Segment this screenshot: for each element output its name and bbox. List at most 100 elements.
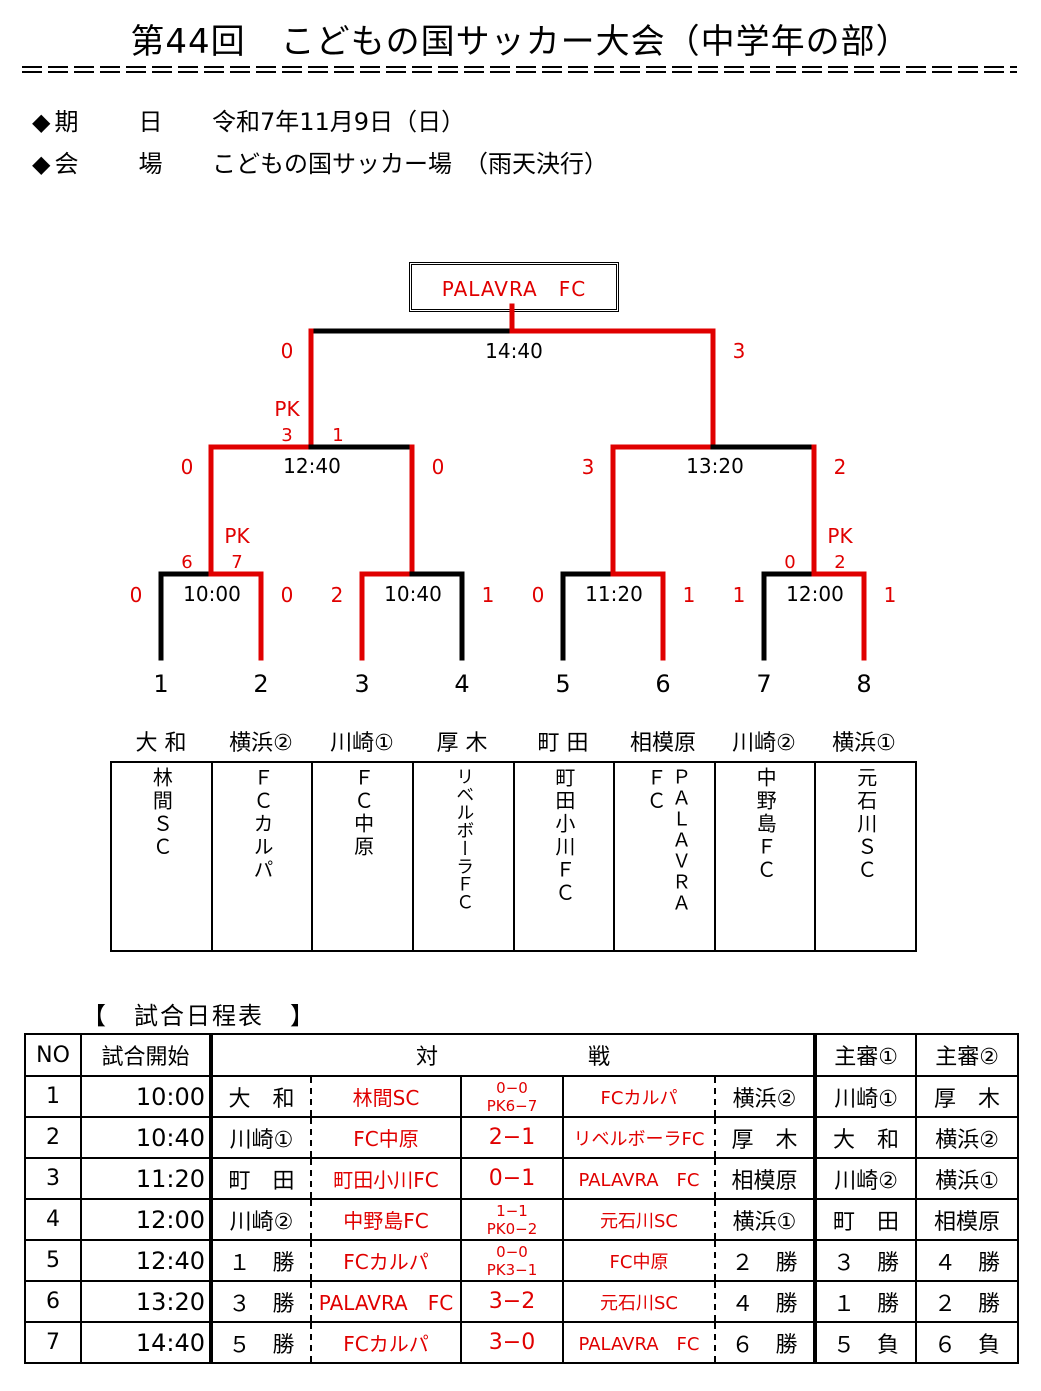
team-left-region: 川崎② xyxy=(210,1198,312,1241)
slot-number: 3 xyxy=(354,670,369,698)
team-right-name: 元石川SC xyxy=(562,1198,716,1241)
team-left-name: 町田小川FC xyxy=(311,1157,462,1200)
match-no: 1 xyxy=(24,1075,82,1118)
match-pk: PK6−7 xyxy=(486,1096,538,1115)
final-pk-left: 3 xyxy=(281,425,292,446)
referee-2: ４ 勝 xyxy=(915,1239,1020,1282)
m3-score-left: 0 xyxy=(532,583,545,607)
team-left-name: FCカルパ xyxy=(311,1321,462,1364)
referee-1: 町 田 xyxy=(813,1198,918,1241)
m2-score-right: 1 xyxy=(482,583,495,607)
title-divider-2 xyxy=(22,71,1017,73)
team-cell: 元石川ＳＣ xyxy=(814,763,915,950)
team-right-name: FCカルパ xyxy=(562,1075,716,1118)
referee-2: 横浜② xyxy=(915,1116,1020,1159)
match-score: 0−0 xyxy=(496,1078,528,1097)
match-score: 2−1 xyxy=(460,1116,564,1159)
header-ref1: 主審① xyxy=(813,1033,918,1077)
final-score-right: 3 xyxy=(733,339,746,363)
semi-right-score-left: 3 xyxy=(582,455,595,479)
team-right-name: リベルボーラFC xyxy=(562,1116,716,1159)
region-label: 相模原 xyxy=(630,731,696,756)
page-title: 第44回 こどもの国サッカー大会（中学年の部） xyxy=(130,22,911,62)
semi-left-score-right: 0 xyxy=(432,455,445,479)
region-label: 川崎① xyxy=(330,731,394,756)
match-no: 7 xyxy=(24,1321,82,1364)
slot-number: 4 xyxy=(454,670,469,698)
match-start-time: 10:40 xyxy=(80,1116,213,1159)
venue-row: ◆会 場こどもの国サッカー場 （雨天決行） xyxy=(32,144,608,179)
slot-number: 6 xyxy=(655,670,670,698)
team-right-region: 横浜① xyxy=(715,1198,817,1241)
semi-right-pk-label: PK xyxy=(827,524,853,548)
m2-time: 10:40 xyxy=(384,582,442,606)
region-label: 横浜① xyxy=(832,731,896,756)
team-right-name: FC中原 xyxy=(562,1239,716,1282)
region-label: 川崎② xyxy=(732,731,796,756)
team-left-region: １ 勝 xyxy=(210,1239,312,1282)
referee-2: ２ 勝 xyxy=(915,1280,1020,1323)
team-cell: ＦＣ中原 xyxy=(311,763,412,950)
region-label: 厚 木 xyxy=(437,731,488,756)
referee-1: 大 和 xyxy=(813,1116,918,1159)
team-left-name: 中野島FC xyxy=(311,1198,462,1241)
match-score: 3−2 xyxy=(460,1280,564,1323)
referee-1: 川崎① xyxy=(813,1075,918,1118)
team-right-region: 厚 木 xyxy=(715,1116,817,1159)
match-start-time: 11:20 xyxy=(80,1157,213,1200)
team-right-region: 相模原 xyxy=(715,1157,817,1200)
semi-right-pk-right: 2 xyxy=(834,552,845,573)
match-no: 6 xyxy=(24,1280,82,1323)
m4-score-right: 1 xyxy=(884,583,897,607)
m4-time: 12:00 xyxy=(786,582,844,606)
match-start-time: 10:00 xyxy=(80,1075,213,1118)
match-no: 2 xyxy=(24,1116,82,1159)
team-left-name: FCカルパ xyxy=(311,1239,462,1282)
header-match: 対戦 xyxy=(209,1033,816,1077)
referee-2: 相模原 xyxy=(915,1198,1020,1241)
m3-time: 11:20 xyxy=(585,582,643,606)
team-right-name: PALAVRA FC xyxy=(562,1321,716,1364)
match-no: 5 xyxy=(24,1239,82,1282)
header-match-a: 対 xyxy=(416,1045,439,1070)
team-cell: 中野島ＦＣ xyxy=(713,763,815,950)
team-cell: ＦＣカルパ xyxy=(210,763,312,950)
team-name: 町田小川ＦＣ xyxy=(551,767,576,905)
team-name-table: 林間ＳＣ ＦＣカルパ ＦＣ中原 リベルボーラＦＣ 町田小川ＦＣ ＦＣ ＰＡＬＡＶ… xyxy=(110,761,917,952)
referee-1: 川崎② xyxy=(813,1157,918,1200)
team-name: 元石川ＳＣ xyxy=(853,767,878,882)
date-row: ◆期 日令和7年11月9日（日） xyxy=(32,102,465,137)
team-left-name: FC中原 xyxy=(311,1116,462,1159)
final-time: 14:40 xyxy=(485,339,543,363)
team-name: 林間ＳＣ xyxy=(149,767,174,859)
final-pk-label: PK xyxy=(274,397,300,421)
team-name: ＰＡＬＡＶＲＡ xyxy=(669,767,692,914)
team-right-region: ４ 勝 xyxy=(715,1280,817,1323)
match-no: 3 xyxy=(24,1157,82,1200)
match-pk: PK0−2 xyxy=(486,1219,538,1238)
match-start-time: 12:00 xyxy=(80,1198,213,1241)
semi-right-score-right: 2 xyxy=(834,455,847,479)
team-left-region: ３ 勝 xyxy=(210,1280,312,1323)
referee-1: ３ 勝 xyxy=(813,1239,918,1282)
match-start-time: 14:40 xyxy=(80,1321,213,1364)
referee-2: 横浜① xyxy=(915,1157,1020,1200)
slot-number: 8 xyxy=(856,670,871,698)
team-left-region: ５ 勝 xyxy=(210,1321,312,1364)
date-value: 令和7年11月9日（日） xyxy=(212,108,466,136)
semi-left-pk-label: PK xyxy=(224,524,250,548)
team-name: ＦＣカルパ xyxy=(249,767,274,882)
title-divider xyxy=(22,66,1017,74)
venue-label: ◆会 場 xyxy=(32,150,167,178)
final-score-left: 0 xyxy=(281,339,294,363)
final-pk-right: 1 xyxy=(332,425,343,446)
team-right-region: ６ 勝 xyxy=(715,1321,817,1364)
header-match-b: 戦 xyxy=(588,1045,611,1070)
team-left-region: 川崎① xyxy=(210,1116,312,1159)
header-no: NO xyxy=(24,1033,82,1077)
